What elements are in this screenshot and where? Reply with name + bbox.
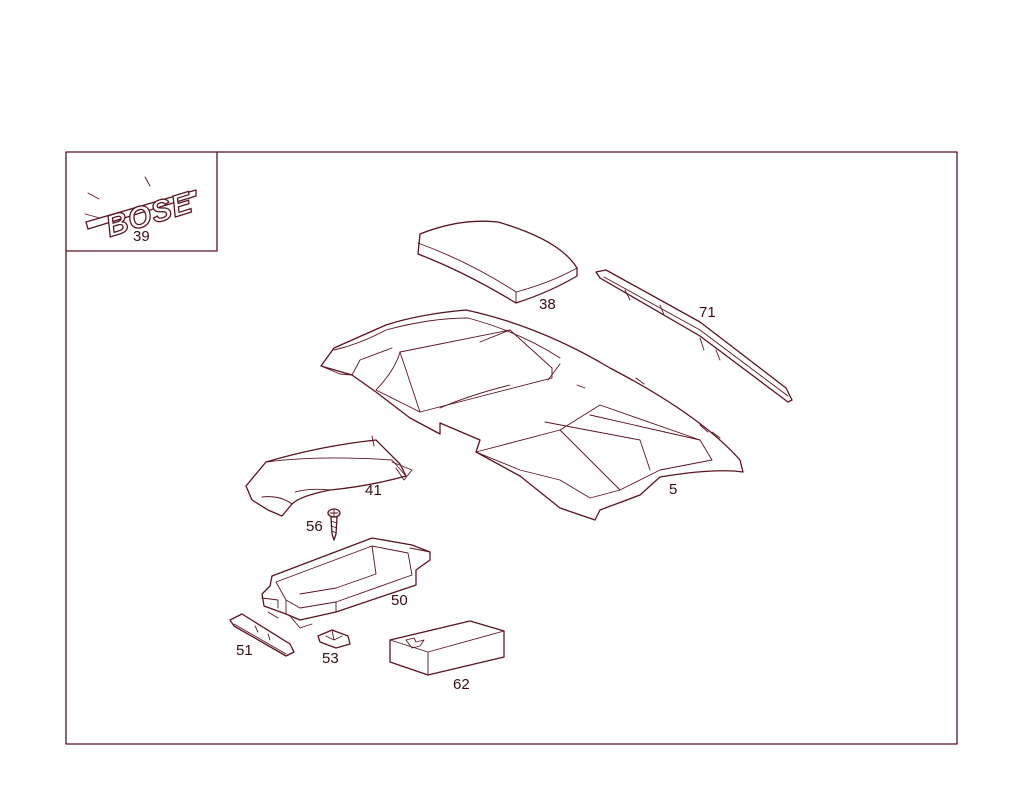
- part-label-56: 56: [306, 518, 323, 535]
- box-part-62[interactable]: [389, 620, 505, 676]
- clip-strip-part-51[interactable]: [229, 613, 295, 657]
- pad-part-38[interactable]: [417, 220, 578, 304]
- part-label-71: 71: [699, 304, 716, 321]
- part-label-53: 53: [322, 650, 339, 667]
- parcel-shelf-part-5[interactable]: [320, 309, 744, 521]
- part-label-41: 41: [365, 482, 382, 499]
- part-label-51: 51: [236, 642, 253, 659]
- tray-part-50[interactable]: [261, 537, 431, 629]
- screw-part-56[interactable]: [327, 508, 341, 541]
- part-label-5: 5: [669, 481, 677, 498]
- bracket-part-53[interactable]: [317, 629, 351, 649]
- diagram-frame: [65, 151, 958, 745]
- strip-part-71[interactable]: [595, 269, 793, 403]
- inset-box: BOSE 39: [65, 151, 218, 252]
- part-label-62: 62: [453, 676, 470, 693]
- part-label-39: 39: [133, 228, 150, 245]
- cover-part-41[interactable]: [245, 435, 413, 517]
- part-label-50: 50: [391, 592, 408, 609]
- part-label-38: 38: [539, 296, 556, 313]
